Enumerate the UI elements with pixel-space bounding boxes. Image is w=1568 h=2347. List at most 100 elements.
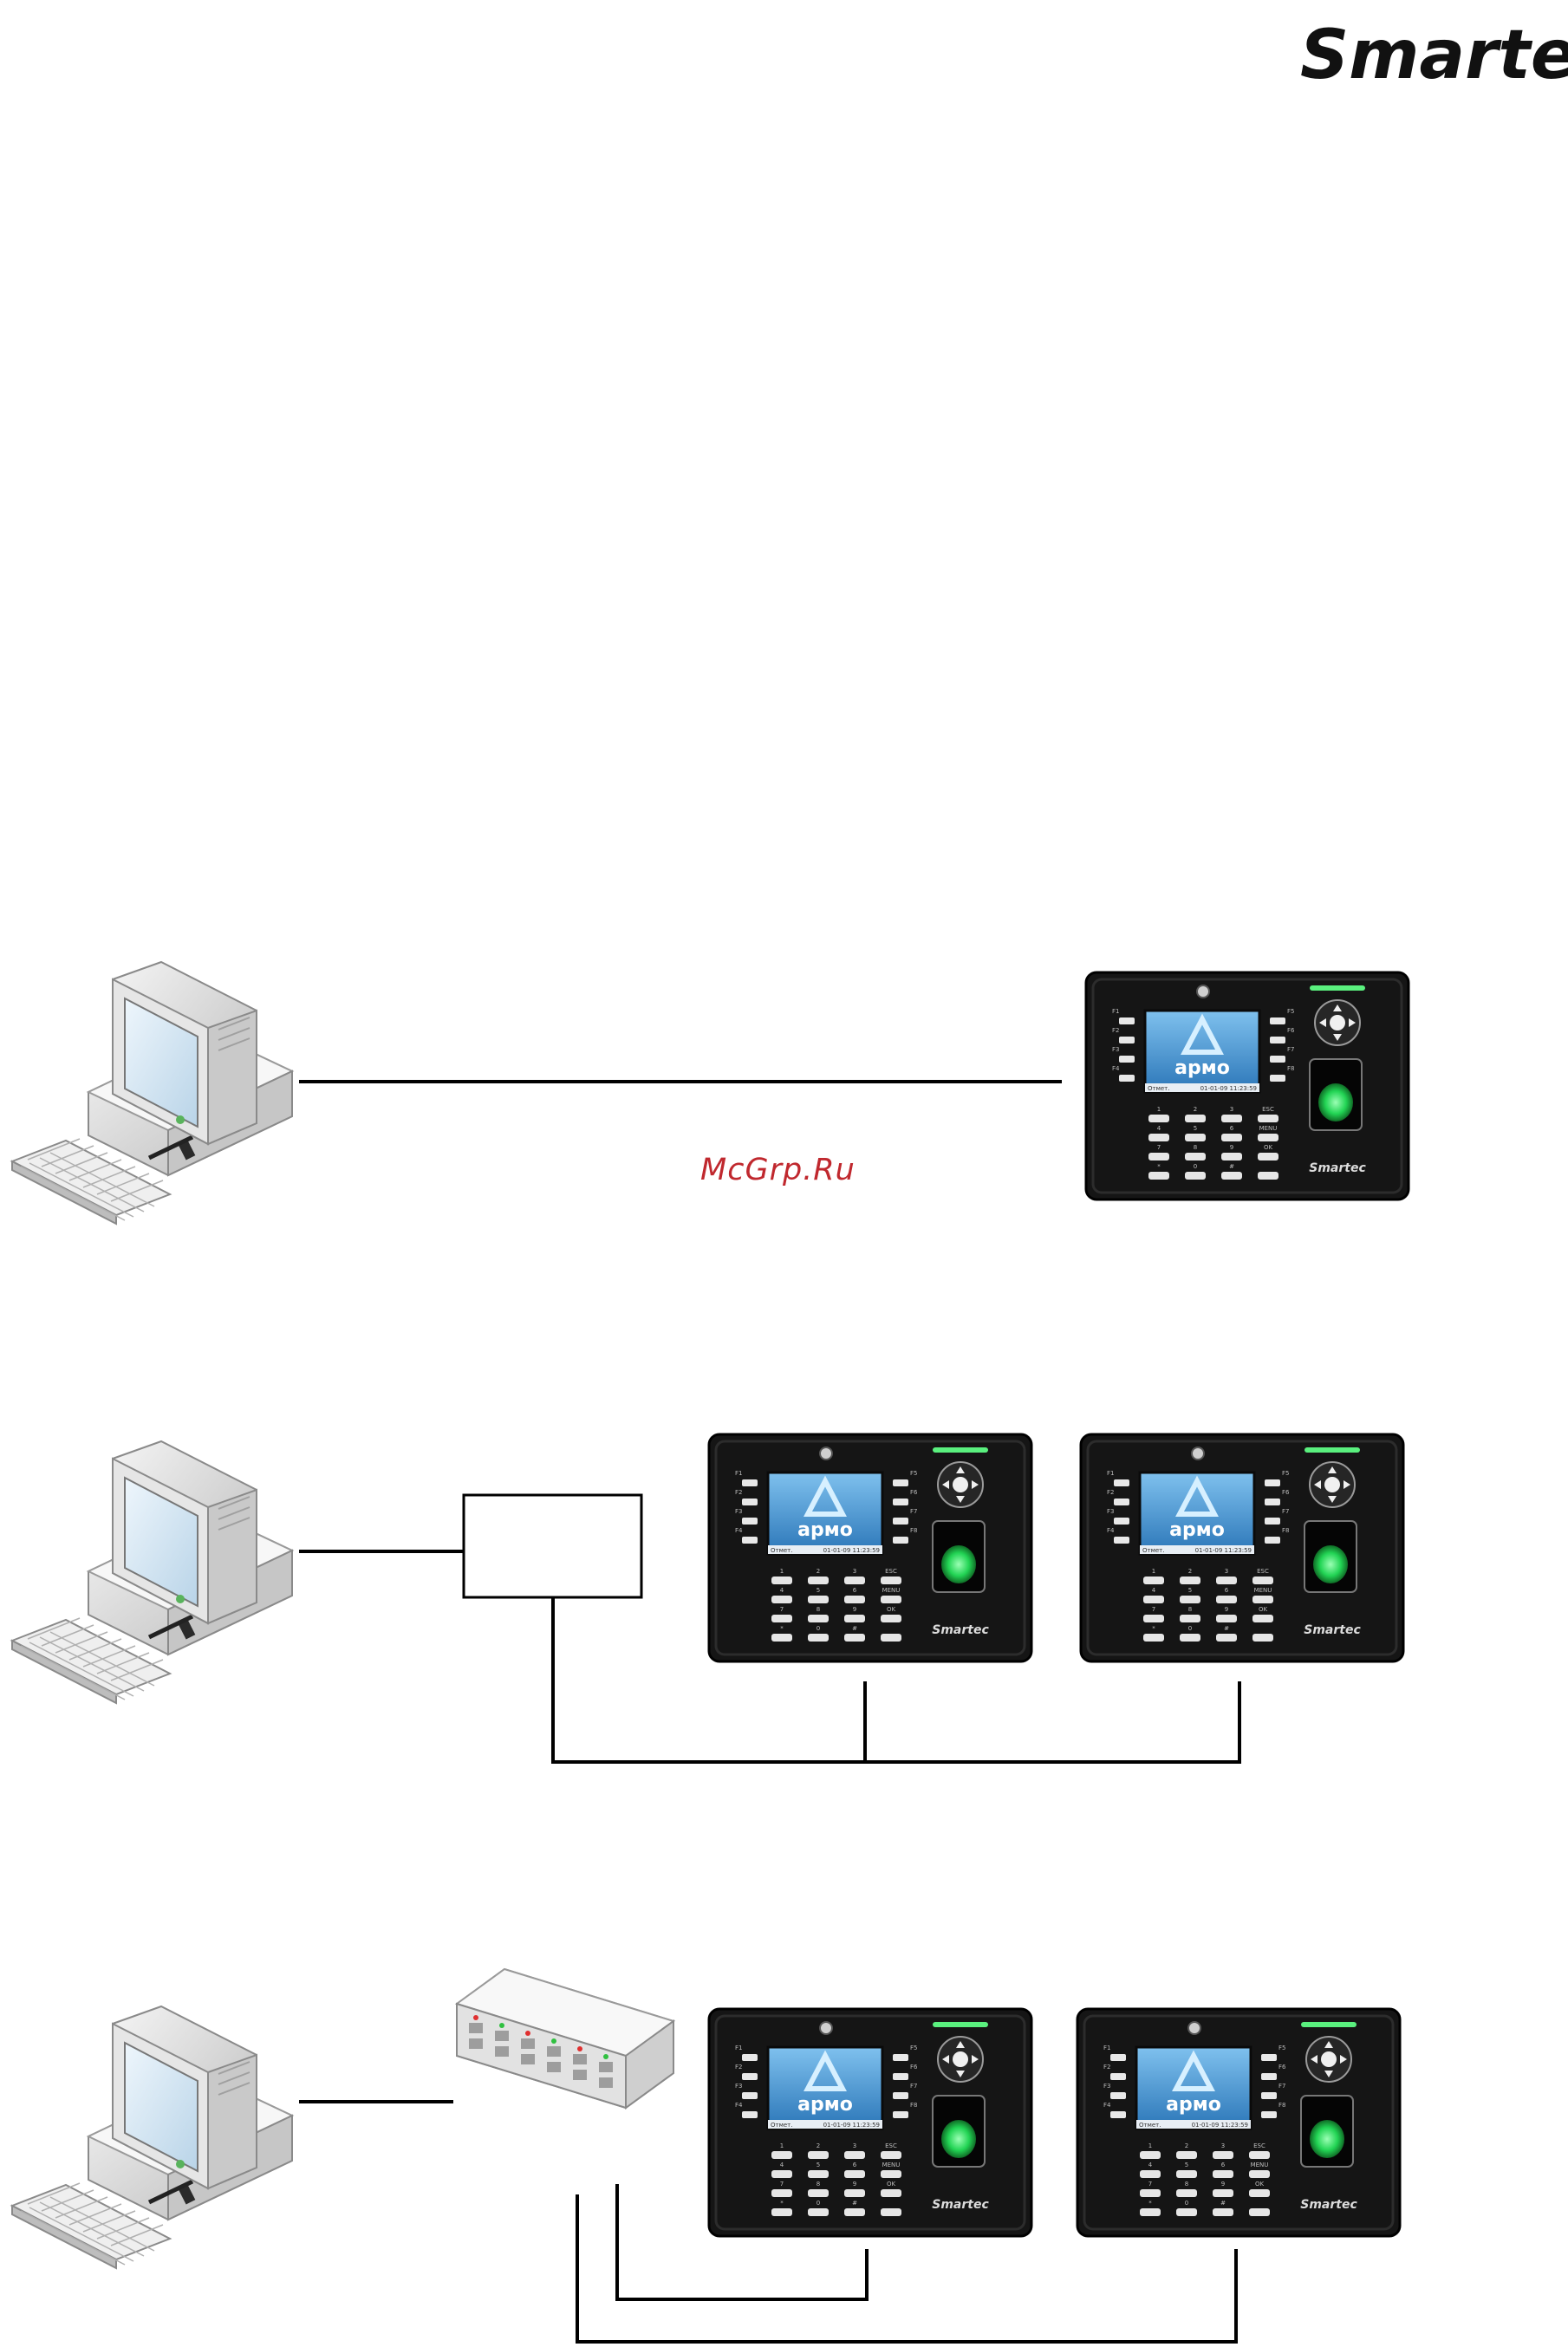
- keypad-key: [808, 2189, 829, 2197]
- fn-key: [1110, 2073, 1126, 2080]
- keypad-key: [1213, 2151, 1233, 2159]
- keypad-key-label: 3: [1225, 1568, 1228, 1575]
- keypad-key-label: MENU: [882, 2162, 901, 2168]
- keypad-key-label: 5: [1188, 1587, 1192, 1594]
- screen-logo-text: армо: [797, 2094, 853, 2116]
- screen-status-bar: [1145, 1083, 1259, 1092]
- keypad-key-label: 0: [1194, 1163, 1197, 1170]
- keypad-key: [1176, 2189, 1197, 2197]
- fn-key-label: F8: [910, 1527, 917, 1534]
- keypad-key: [1140, 2151, 1161, 2159]
- status-led: [1304, 1447, 1360, 1453]
- keypad-key: [844, 2189, 865, 2197]
- fn-key-label: F6: [910, 1489, 918, 1496]
- keypad-key-label: #: [852, 2200, 857, 2207]
- bus-line: [551, 1597, 1241, 1764]
- keypad-key-label: 7: [780, 2181, 784, 2188]
- keypad-key: [1213, 2208, 1233, 2216]
- fn-key: [1261, 2073, 1277, 2080]
- keypad-key-label: 2: [817, 2142, 820, 2149]
- screen-status-right: 01-01-09 11:23:59: [823, 2122, 880, 2129]
- keypad-key-label: *: [1157, 1163, 1161, 1170]
- keypad-key: [1180, 1615, 1200, 1622]
- keypad-key-label: MENU: [882, 1587, 901, 1594]
- keypad-key: [1216, 1596, 1237, 1603]
- keypad-key: [1176, 2208, 1197, 2216]
- camera-icon: [1196, 985, 1210, 998]
- fn-key-label: F7: [1287, 1046, 1294, 1053]
- keypad-key-label: 5: [1185, 2162, 1188, 2168]
- keypad-key-label: 2: [1188, 1568, 1192, 1575]
- keypad-key: [881, 1577, 901, 1584]
- fn-key: [1114, 1537, 1129, 1544]
- keypad-key-label: 5: [1194, 1125, 1197, 1132]
- device-brand-label: Smartec: [932, 2198, 989, 2212]
- keypad-key: [844, 1596, 865, 1603]
- fn-key-label: F3: [735, 2083, 742, 2090]
- keypad-key-label: 4: [1152, 1587, 1156, 1594]
- screen-status-left: Отмет.: [771, 2122, 792, 2129]
- keypad-key-label: 0: [1188, 1625, 1192, 1632]
- keypad-key-label: MENU: [1254, 1587, 1272, 1594]
- keypad-key: [1148, 1134, 1169, 1141]
- keypad-key-label: 7: [780, 1606, 784, 1613]
- fn-key: [1119, 1037, 1135, 1043]
- keypad-key-label: 1: [1152, 1568, 1155, 1575]
- keypad-key: [1180, 1634, 1200, 1642]
- keypad-key: [1143, 1577, 1164, 1584]
- smartec-logo: Smartec: [1300, 16, 1568, 94]
- fn-key: [1265, 1499, 1280, 1505]
- fn-key-label: F6: [910, 2064, 918, 2071]
- fn-key-label: F4: [735, 2102, 743, 2109]
- fn-key: [742, 1537, 758, 1544]
- keypad-key: [1176, 2170, 1197, 2178]
- keypad-key-label: #: [1220, 2200, 1226, 2207]
- keypad-key-label: MENU: [1259, 1125, 1278, 1132]
- keypad-key-label: 6: [853, 1587, 857, 1594]
- keypad-key: [1221, 1134, 1242, 1141]
- fn-key: [1265, 1537, 1280, 1544]
- fn-key-label: F2: [1112, 1027, 1119, 1034]
- keypad-key-label: 4: [780, 1587, 784, 1594]
- keypad-key: [1216, 1615, 1237, 1622]
- keypad-key-label: 7: [1152, 1606, 1155, 1613]
- keypad-key: [1221, 1115, 1242, 1122]
- fn-key: [742, 2111, 758, 2118]
- keypad-key-label: *: [1148, 2200, 1152, 2207]
- keypad-key: [808, 2208, 829, 2216]
- screen-logo-text: армо: [1174, 1057, 1230, 1079]
- fn-key-label: F3: [1112, 1046, 1119, 1053]
- keypad-key-label: *: [1152, 1625, 1155, 1632]
- computer-icon: [12, 2006, 292, 2268]
- fn-key-label: F5: [910, 2045, 917, 2051]
- keypad-key: [1143, 1615, 1164, 1622]
- keypad-key: [1140, 2189, 1161, 2197]
- fn-key-label: F4: [735, 1527, 743, 1534]
- fn-key-label: F1: [1107, 1470, 1114, 1477]
- fn-key: [1114, 1499, 1129, 1505]
- keypad-key-label: 9: [1225, 1606, 1228, 1613]
- fn-key: [1261, 2054, 1277, 2061]
- keypad-key-label: 5: [817, 1587, 820, 1594]
- fn-key: [1119, 1075, 1135, 1082]
- screen-logo-text: армо: [797, 1519, 853, 1541]
- fn-key-label: F2: [1107, 1489, 1114, 1496]
- fn-key-label: F3: [1107, 1508, 1114, 1515]
- keypad-key: [771, 1615, 792, 1622]
- keypad-key-label: OK: [887, 1606, 896, 1613]
- fn-key: [742, 2073, 758, 2080]
- keypad-key-label: 6: [853, 2162, 857, 2168]
- keypad-key: [808, 1634, 829, 1642]
- keypad-key: [1252, 1615, 1273, 1622]
- fn-key: [742, 2054, 758, 2061]
- fn-key-label: F8: [910, 2102, 917, 2109]
- fn-key-label: F4: [1103, 2102, 1111, 2109]
- keypad-key: [844, 2151, 865, 2159]
- keypad-key-label: ESC: [885, 2142, 897, 2149]
- fn-key-label: F8: [1278, 2102, 1285, 2109]
- keypad-key: [1140, 2170, 1161, 2178]
- keypad-key: [881, 2189, 901, 2197]
